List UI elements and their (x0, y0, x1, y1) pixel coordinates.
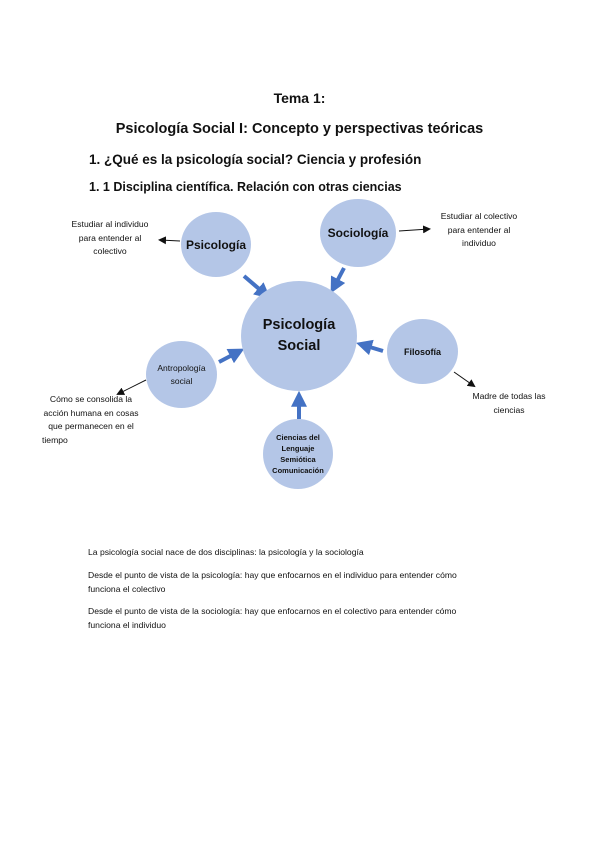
note-filosofia: Madre de todas las ciencias (457, 390, 561, 417)
note-filosofia-line1: Madre de todas las (472, 391, 546, 401)
sociologia-label: Sociología (327, 226, 389, 240)
arrow-antropologia-note (116, 379, 147, 395)
paragraph-sociology-view: Desde el punto de vista de la sociología… (88, 605, 528, 632)
note-antropologia-line3: que permanecen en el (48, 421, 134, 431)
note-psicologia-line1: Estudiar al individuo (71, 219, 149, 229)
arrow-sociologia-note (398, 225, 431, 234)
lenguaje-label-line1: Ciencias del (276, 433, 320, 442)
center-label-line1: Psicología (262, 317, 336, 333)
note-sociologia-line3: individuo (462, 238, 496, 248)
note-psicologia: Estudiar al individuo para entender al c… (52, 218, 168, 259)
note-antropologia-line2: acción humana en cosas (43, 407, 139, 418)
paragraph-psychology-view: Desde el punto de vista de la psicología… (88, 569, 528, 596)
arrow-psicologia-to-center (242, 274, 271, 299)
paragraph-psychology-view-line1: Desde el punto de vista de la psicología… (88, 570, 457, 580)
center-circle-psicologia-social: Psicología Social (241, 281, 357, 391)
note-antropologia: Cómo se consolida la acción humana en co… (30, 393, 152, 447)
note-sociologia-line1: Estudiar al colectivo (440, 211, 518, 221)
section-heading: 1. ¿Qué es la psicología social? Ciencia… (89, 152, 422, 167)
subsection-heading: 1. 1 Disciplina científica. Relación con… (89, 180, 402, 194)
arrow-antropologia-to-center (218, 348, 245, 364)
topic-number: Tema 1: (273, 90, 326, 106)
center-label-line2: Social (277, 338, 321, 354)
note-psicologia-line2: para entender al (78, 232, 142, 243)
paragraph-sociology-view-line2: funciona el individuo (88, 619, 166, 630)
paragraph-psychology-view-line2: funciona el colectivo (88, 583, 166, 594)
antropologia-label-line2: social (170, 375, 193, 386)
paragraph-origin: La psicología social nace de dos discipl… (88, 547, 364, 557)
arrow-sociologia-to-center (330, 267, 346, 294)
lenguaje-label-line4: Comunicación (272, 466, 324, 475)
lenguaje-label-line2: Lenguaje (281, 444, 315, 453)
note-filosofia-line2: ciencias (493, 404, 525, 415)
note-psicologia-line3: colectivo (93, 246, 127, 256)
circle-filosofia: Filosofía (387, 319, 458, 384)
note-sociologia: Estudiar al colectivo para entender al i… (419, 210, 539, 251)
arrow-filosofia-to-center (356, 339, 384, 356)
arrow-psicologia-note (158, 236, 181, 245)
page-title: Psicología Social I: Concepto y perspect… (115, 121, 484, 137)
arrow-filosofia-note (453, 371, 476, 388)
circle-psicologia: Psicología (181, 212, 251, 277)
psicologia-label: Psicología (185, 237, 247, 252)
note-antropologia-line1: Cómo se consolida la (49, 394, 133, 404)
circle-lenguaje: Ciencias del Lenguaje Semiótica Comunica… (263, 419, 333, 489)
circle-sociologia: Sociología (320, 199, 396, 267)
note-antropologia-line4: tiempo (42, 434, 68, 445)
paragraph-sociology-view-line1: Desde el punto de vista de la sociología… (88, 606, 457, 616)
circle-antropologia: Antropología social (146, 341, 217, 408)
lenguaje-label-line3: Semiótica (280, 455, 316, 464)
note-sociologia-line2: para entender al (447, 224, 511, 235)
antropologia-label-line1: Antropología (157, 362, 206, 373)
filosofia-label: Filosofía (403, 346, 441, 357)
